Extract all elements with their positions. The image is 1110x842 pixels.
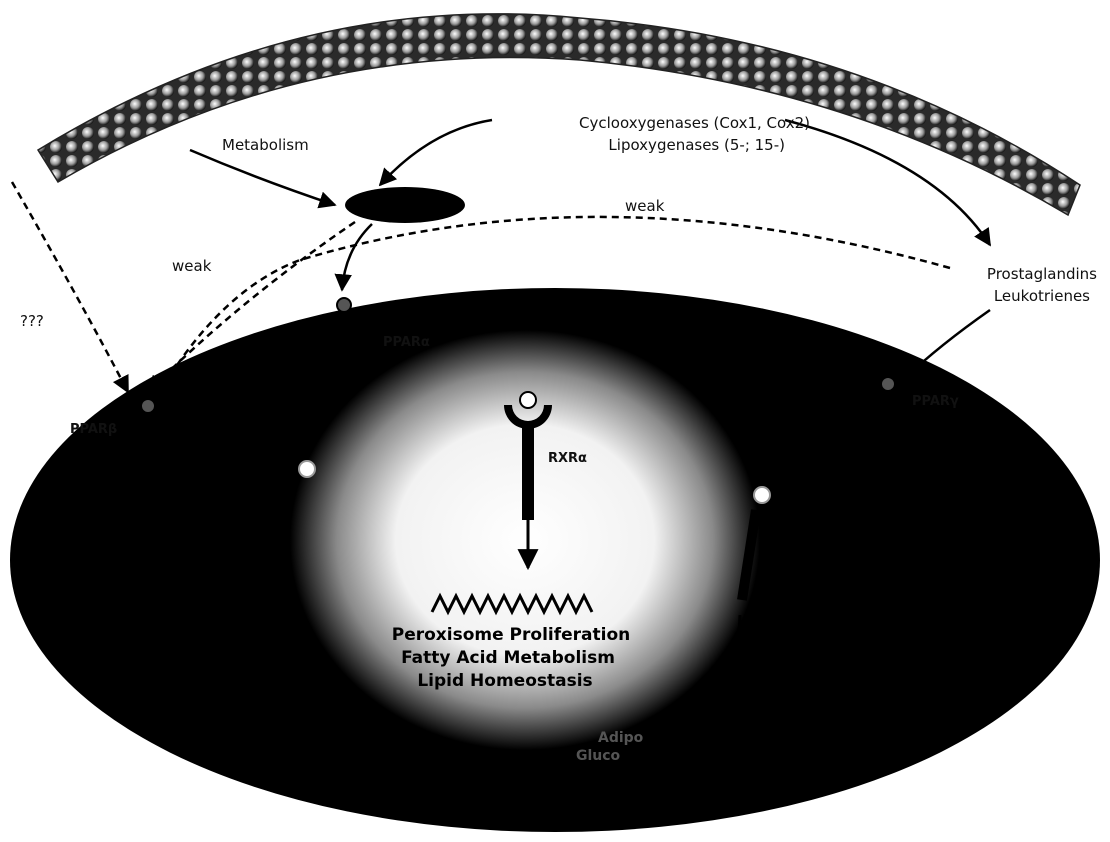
nuclear-effect-line3: Lipid Homeostasis: [417, 671, 592, 691]
ppar-beta-label: PPARβ: [70, 422, 117, 437]
nuclear-receptor-left: [299, 461, 315, 477]
right-effect-text-1: Adipo: [598, 730, 644, 746]
products-label-line1: Prostaglandins: [987, 265, 1097, 283]
right-effect-text-2: Gluco: [576, 748, 621, 764]
enzymes-label-line2: Lipoxygenases (5-; 15-): [608, 136, 785, 154]
nuclear-effect-line1: Peroxisome Proliferation: [392, 625, 631, 645]
arrow-unknown-to-ppar-beta: [12, 182, 128, 392]
metabolite-blob: [345, 187, 465, 223]
rxr-label: RXRα: [548, 451, 587, 466]
arrow-products-to-ppar-gamma: [905, 310, 990, 378]
metabolism-label: Metabolism: [222, 136, 309, 154]
products-label-line2: Leukotrienes: [994, 287, 1090, 305]
weak-top-label: weak: [625, 197, 665, 215]
enzymes-label-line1: Cyclooxygenases (Cox1, Cox2): [579, 114, 810, 132]
arrow-enzymes-to-blob: [380, 120, 492, 185]
arrow-metabolism: [190, 150, 335, 205]
ppar-gamma-label: PPARγ: [912, 394, 959, 409]
cell-membrane-band: [38, 14, 1080, 215]
weak-left-label: weak: [172, 257, 212, 275]
nuclear-effect-line2: Fatty Acid Metabolism: [401, 648, 615, 668]
arrow-blob-to-ppar-alpha: [342, 224, 372, 290]
unknown-ligand-label: ???: [20, 312, 44, 330]
ppar-alpha-label: PPARα: [383, 335, 430, 350]
